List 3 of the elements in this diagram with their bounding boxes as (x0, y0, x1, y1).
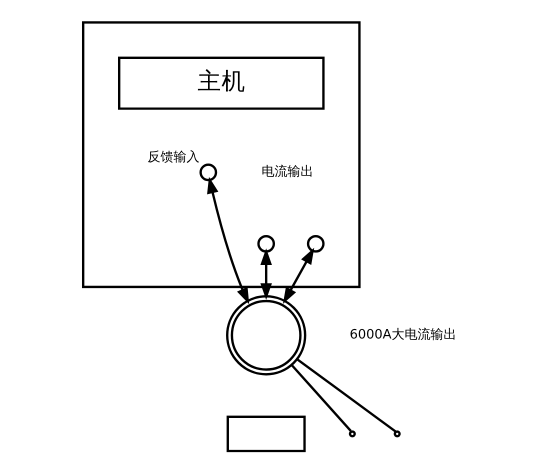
node-label: 反馈输入 (147, 150, 200, 165)
label: 6000A大电流输出 (350, 328, 457, 343)
label: 电流输出 (261, 164, 314, 180)
